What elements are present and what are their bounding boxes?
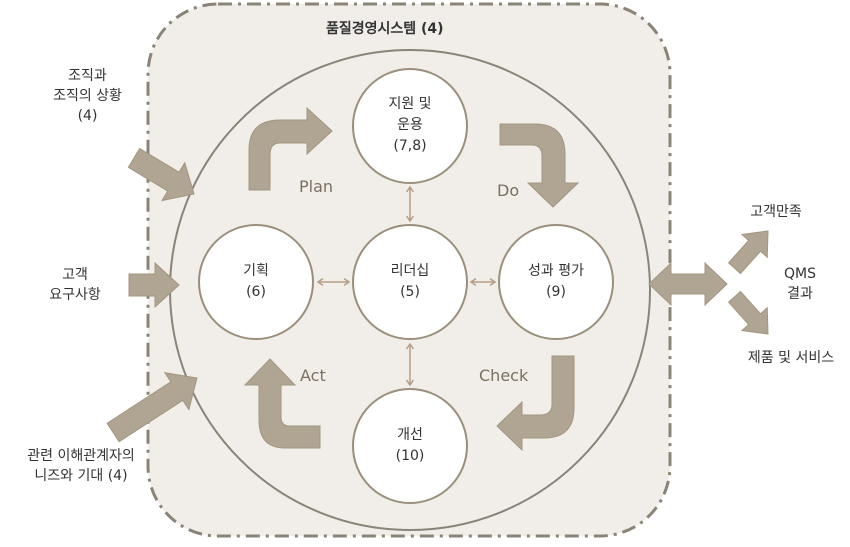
link-leadership-improvement [405,342,415,387]
output-arrow-satisfaction [727,230,769,275]
node-planning-line-1: 기획 [243,263,269,279]
output-satisfaction-label: 고객만족 [750,204,802,220]
act-arrow [243,358,321,449]
plan-arrow [248,106,333,191]
pdca-check-label: Check [479,366,529,385]
node-support-label: 지원 및 운용 (7,8) [360,94,460,157]
node-planning [198,224,314,340]
system-title: 품질경영시스템 (4) [326,21,444,37]
input-arrow-interested-parties [106,371,198,443]
node-evaluation-line-2: (9) [546,284,566,300]
input-context-line-1: 조직과 [68,68,107,84]
output-products-label: 제품 및 서비스 [747,350,835,366]
node-leadership-line-1: 리더십 [390,263,430,279]
node-leadership [352,224,468,340]
node-improvement-line-2: (10) [395,448,425,464]
node-support [352,68,468,184]
input-context-label: 조직과 조직의 상황 (4) [30,66,145,126]
output-results-line-1: QMS [784,266,816,282]
input-customer-line-2: 요구사항 [49,287,101,303]
node-leadership-label: 리더십 (5) [360,261,460,303]
node-improvement [352,388,468,504]
node-evaluation [498,224,614,340]
node-support-line-3: (7,8) [393,138,427,154]
input-interested-line-1: 관련 이해관계자의 [27,448,135,464]
node-evaluation-line-1: 성과 평가 [528,263,584,279]
input-arrow-context [127,147,195,202]
node-improvement-label: 개선 (10) [360,425,460,467]
link-planning-leadership [316,277,351,287]
input-customer-line-1: 고객 [62,267,88,283]
node-leadership-line-2: (5) [400,284,420,300]
input-interested-line-2: 니즈와 기대 (4) [34,468,128,484]
pdca-plan-label: Plan [299,177,334,196]
output-results-label: QMS 결과 [770,264,830,304]
input-context-line-2: 조직의 상황 [53,88,122,104]
pdca-do-label: Do [497,181,520,200]
link-support-leadership [405,185,415,223]
do-arrow [499,123,580,208]
output-results-line-2: 결과 [787,286,813,302]
output-arrow-results [648,261,728,307]
node-improvement-line-1: 개선 [397,427,423,443]
input-interested-parties-label: 관련 이해관계자의 니즈와 기대 (4) [6,446,156,486]
pdca-act-label: Act [300,366,326,385]
link-leadership-evaluation [469,277,497,287]
node-support-line-1: 지원 및 [388,96,432,112]
node-evaluation-label: 성과 평가 (9) [506,261,606,303]
node-planning-line-2: (6) [246,284,266,300]
input-customer-label: 고객 요구사항 [30,265,120,305]
leadership-links [316,185,497,387]
output-arrow-products [727,290,769,335]
check-arrow [496,355,575,452]
node-planning-label: 기획 (6) [206,261,306,303]
node-support-line-2: 운용 [397,117,423,133]
input-arrow-customer [128,261,180,309]
input-context-line-3: (4) [77,108,98,124]
